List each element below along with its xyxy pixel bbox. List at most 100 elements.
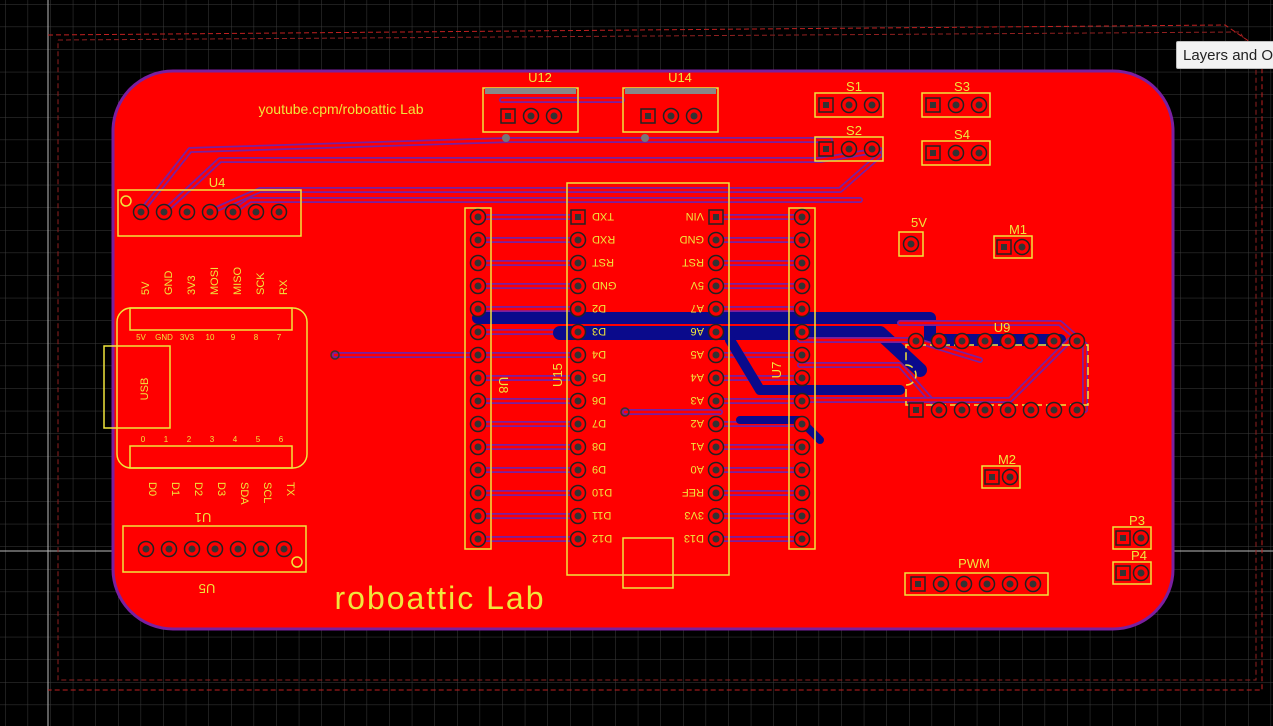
drill-hole bbox=[845, 145, 853, 153]
drill-hole bbox=[989, 474, 995, 480]
s3-label: S3 bbox=[954, 79, 970, 94]
footprints bbox=[103, 87, 1152, 596]
nano-right-pin-label: A7 bbox=[691, 302, 704, 314]
drill-hole bbox=[574, 466, 582, 474]
nano-right-pin-label: A0 bbox=[691, 463, 704, 475]
drill-hole bbox=[798, 236, 806, 244]
drill-hole bbox=[1027, 337, 1035, 345]
drill-hole bbox=[1073, 406, 1081, 414]
drill-hole bbox=[798, 397, 806, 405]
p3-outline bbox=[1112, 526, 1152, 550]
via bbox=[330, 350, 340, 360]
drill-hole bbox=[474, 535, 482, 543]
nano-left-pin-label: D11 bbox=[592, 509, 611, 521]
drill-hole bbox=[275, 208, 283, 216]
u4-outline bbox=[117, 189, 302, 237]
u14-label: U14 bbox=[668, 70, 692, 85]
drill-hole bbox=[1006, 580, 1014, 588]
drill-hole bbox=[574, 420, 582, 428]
drill-hole bbox=[474, 374, 482, 382]
brand-text: roboattic Lab bbox=[334, 580, 545, 616]
drill-hole bbox=[1004, 406, 1012, 414]
drill-hole bbox=[1027, 406, 1035, 414]
nano-right-pin-label: A6 bbox=[691, 325, 704, 337]
drill-hole bbox=[712, 351, 720, 359]
drill-hole bbox=[188, 545, 196, 553]
nano-left-pin-label: D8 bbox=[592, 440, 606, 452]
s3-outline bbox=[921, 92, 991, 118]
drill-hole bbox=[798, 351, 806, 359]
drill-hole bbox=[798, 466, 806, 474]
nano-left-pin-label: D2 bbox=[592, 302, 606, 314]
via bbox=[620, 407, 630, 417]
drill-hole bbox=[712, 512, 720, 520]
drill-hole bbox=[713, 214, 719, 220]
drill-hole bbox=[930, 150, 936, 156]
url-text: youtube.cpm/roboattic Lab bbox=[259, 101, 424, 117]
drill-hole bbox=[474, 466, 482, 474]
drill-hole bbox=[930, 102, 936, 108]
usb-label: USB bbox=[139, 378, 151, 401]
p4-label: P4 bbox=[1131, 548, 1147, 563]
drill-hole bbox=[1137, 569, 1145, 577]
module-bottom-pin-label: D3 bbox=[215, 482, 227, 496]
drill-hole bbox=[712, 420, 720, 428]
drill-hole bbox=[160, 208, 168, 216]
drill-hole bbox=[935, 406, 943, 414]
u12-tab bbox=[485, 88, 576, 94]
s4-outline bbox=[921, 140, 991, 166]
drill-hole bbox=[958, 406, 966, 414]
drill-hole bbox=[907, 240, 915, 248]
5v-label: 5V bbox=[911, 215, 927, 230]
trace-u9-loop bbox=[898, 321, 1087, 412]
drill-hole bbox=[575, 214, 581, 220]
trace-u7-u9-b bbox=[798, 363, 942, 412]
drill-hole bbox=[574, 535, 582, 543]
module-bottom-pin-label: D1 bbox=[169, 482, 181, 496]
nano-left-pin-label: TXD bbox=[592, 210, 614, 222]
u9-outline bbox=[905, 344, 1089, 406]
s2-label: S2 bbox=[846, 123, 862, 138]
module-top-inner-label: 7 bbox=[277, 333, 282, 342]
module-top-pin-label: GND bbox=[163, 271, 175, 296]
drill-hole bbox=[574, 489, 582, 497]
u5-pin1-mark bbox=[291, 556, 303, 568]
drill-hole bbox=[574, 305, 582, 313]
s4-label: S4 bbox=[954, 127, 970, 142]
u5-outline bbox=[122, 525, 307, 573]
pwm-label: PWM bbox=[958, 556, 990, 571]
keepout-outline bbox=[47, 24, 1263, 691]
module-top-pin-label: 3V3 bbox=[186, 275, 198, 295]
nano-right-pin-label: REF bbox=[682, 486, 704, 498]
nano-right-pin-label: A4 bbox=[691, 371, 704, 383]
drill-hole bbox=[505, 113, 511, 119]
drill-hole bbox=[798, 489, 806, 497]
usb-connector-outline bbox=[103, 345, 171, 429]
drill-hole bbox=[798, 443, 806, 451]
drill-hole bbox=[142, 545, 150, 553]
nano-right-pin-label: RST bbox=[682, 256, 704, 268]
module-top-inner-label: 3V3 bbox=[180, 333, 195, 342]
drill-hole bbox=[137, 208, 145, 216]
drill-hole bbox=[712, 443, 720, 451]
drill-hole bbox=[474, 282, 482, 290]
layers-panel-tooltip[interactable]: Layers and O bbox=[1176, 41, 1273, 69]
drill-hole bbox=[915, 581, 921, 587]
drill-hole bbox=[1006, 473, 1014, 481]
nano-right-pin-label: A3 bbox=[691, 394, 704, 406]
nano-right-pin-label: GND bbox=[680, 233, 705, 245]
nano-left-pin-label: D7 bbox=[592, 417, 606, 429]
drill-hole bbox=[712, 328, 720, 336]
nano-left-pin-label: D12 bbox=[592, 532, 612, 544]
drill-hole bbox=[645, 113, 651, 119]
nano-left-pin-label: D9 bbox=[592, 463, 606, 475]
board-outline[interactable] bbox=[111, 69, 1175, 631]
drill-hole bbox=[823, 146, 829, 152]
p3-label: P3 bbox=[1129, 513, 1145, 528]
module-top-pin-label: SCK bbox=[255, 272, 267, 295]
module-bottom-pin-label: SDA bbox=[238, 482, 250, 505]
drill-hole bbox=[798, 213, 806, 221]
m1-label: M1 bbox=[1009, 222, 1027, 237]
m2-label: M2 bbox=[998, 452, 1016, 467]
